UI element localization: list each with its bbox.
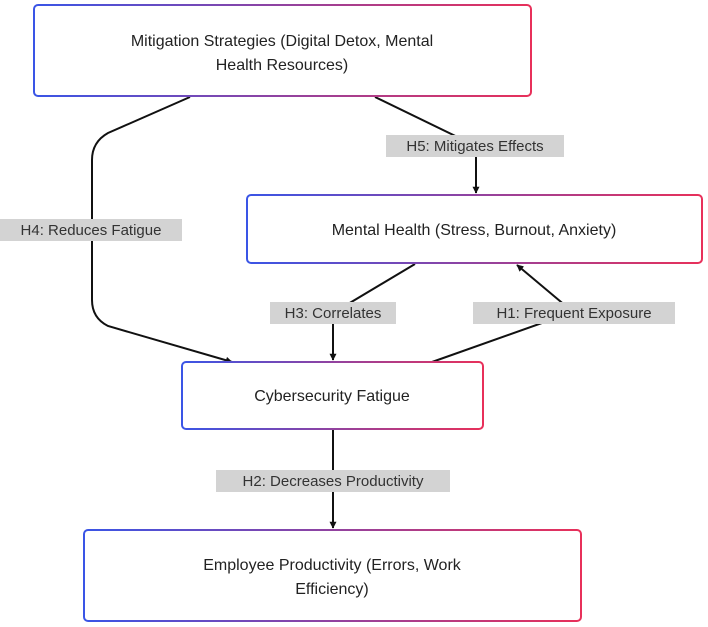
edge-label-h5: H5: Mitigates Effects	[386, 135, 564, 157]
svg-text:Efficiency): Efficiency)	[295, 581, 369, 598]
node-mitigation-strategies: Mitigation Strategies (Digital Detox, Me…	[33, 4, 532, 97]
svg-text:H2: Decreases Productivity: H2: Decreases Productivity	[243, 473, 424, 490]
edge-label-h1: H1: Frequent Exposure	[473, 302, 675, 324]
svg-text:H3: Correlates: H3: Correlates	[285, 305, 382, 322]
edge-label-h4: H4: Reduces Fatigue	[0, 219, 182, 241]
svg-text:H5: Mitigates Effects: H5: Mitigates Effects	[406, 138, 543, 155]
node-cybersecurity-fatigue: Cybersecurity Fatigue	[181, 361, 484, 430]
svg-text:Employee Productivity (Errors,: Employee Productivity (Errors, Work	[203, 557, 462, 574]
node-mental-health: Mental Health (Stress, Burnout, Anxiety)	[246, 194, 703, 264]
svg-text:Mitigation Strategies (Digital: Mitigation Strategies (Digital Detox, Me…	[131, 33, 433, 50]
svg-text:Mental Health (Stress, Burnout: Mental Health (Stress, Burnout, Anxiety)	[332, 222, 617, 239]
edge-label-h2: H2: Decreases Productivity	[216, 470, 450, 492]
svg-text:H4: Reduces Fatigue: H4: Reduces Fatigue	[21, 222, 162, 239]
svg-text:H1: Frequent Exposure: H1: Frequent Exposure	[496, 305, 651, 322]
svg-text:Health Resources): Health Resources)	[216, 57, 349, 74]
edge-label-h3: H3: Correlates	[270, 302, 396, 324]
node-employee-productivity: Employee Productivity (Errors, Work Effi…	[83, 529, 582, 622]
svg-text:Cybersecurity Fatigue: Cybersecurity Fatigue	[254, 388, 410, 405]
